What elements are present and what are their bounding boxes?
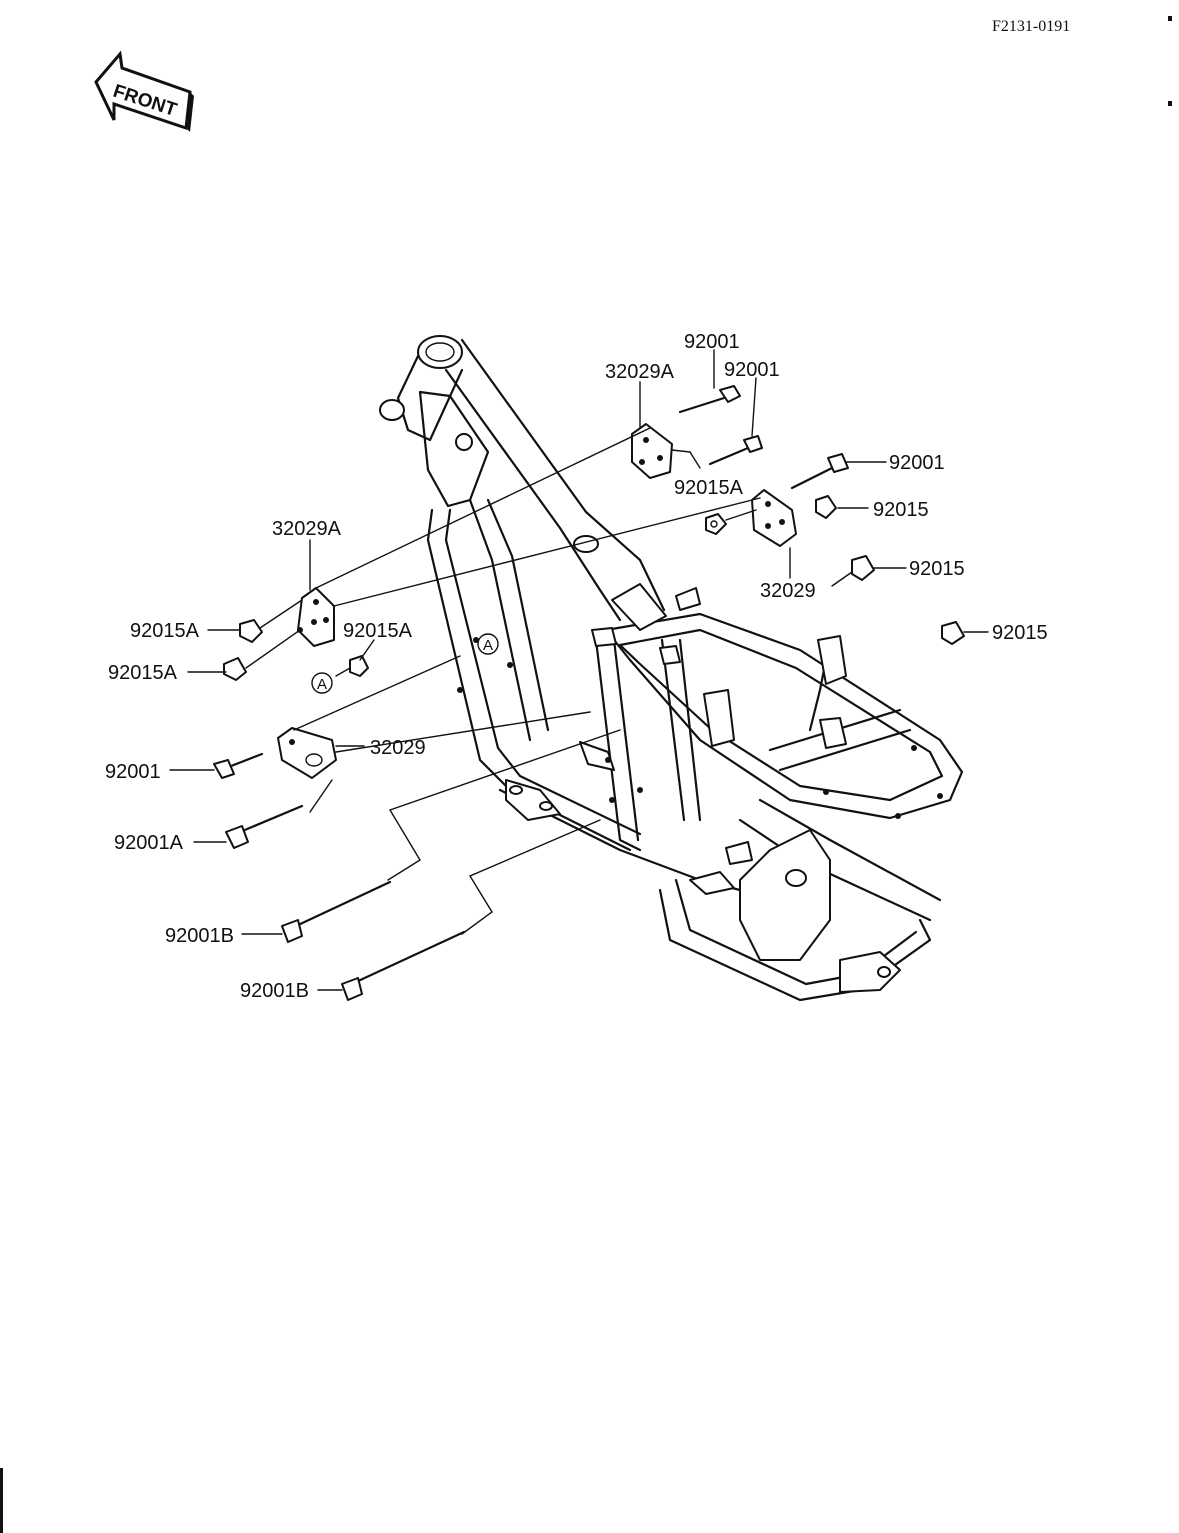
nut-92015-middle bbox=[851, 555, 875, 581]
reference-a-marker-left: A bbox=[311, 672, 333, 694]
engine-mount-plate-32029a-top bbox=[631, 423, 673, 479]
bolt-92001a bbox=[225, 804, 304, 849]
callout-92015-middle: 92015 bbox=[909, 558, 965, 580]
assembly-lines bbox=[245, 427, 761, 935]
reference-a-label-frame: A bbox=[483, 637, 493, 654]
callout-92015a-right: 92015A bbox=[674, 477, 744, 499]
reference-a-label-left: A bbox=[317, 676, 327, 693]
engine-mount-plate-32029-right bbox=[751, 489, 797, 547]
engine-mount-plate-32029a-left bbox=[297, 587, 335, 647]
callout-92015a-center: 92015A bbox=[343, 620, 413, 642]
nut-92015a-left-center bbox=[349, 655, 369, 677]
nut-92015-lower bbox=[941, 621, 965, 645]
reference-a-marker-frame: A bbox=[477, 633, 499, 655]
bolt-92001-upper bbox=[678, 385, 741, 414]
nut-92015-upper bbox=[815, 495, 837, 519]
callout-32029-lower: 32029 bbox=[370, 737, 426, 759]
long-bolt-92001b-lower bbox=[341, 930, 466, 1001]
callout-32029-right: 32029 bbox=[760, 580, 816, 602]
front-arrow-icon: FRONT bbox=[94, 50, 194, 132]
binding-mark bbox=[0, 1468, 3, 1533]
callout-labels: 92001 32029A 92001 92001 92015A 92015 92… bbox=[105, 331, 1048, 1002]
motorcycle-frame bbox=[379, 335, 964, 1002]
margin-mark bbox=[1168, 16, 1172, 21]
callout-92001-right: 92001 bbox=[889, 452, 945, 474]
callout-32029a-top: 32029A bbox=[605, 361, 675, 383]
long-bolt-92001b-upper bbox=[281, 880, 392, 943]
callout-leaders bbox=[169, 349, 989, 991]
nut-92015a-right bbox=[705, 513, 727, 535]
callout-92001-top: 92001 bbox=[684, 331, 740, 353]
margin-mark bbox=[1168, 101, 1172, 106]
callout-32029a-left: 32029A bbox=[272, 518, 342, 540]
engine-mount-plate-32029-lower bbox=[277, 727, 337, 779]
bolt-92001-right bbox=[790, 453, 849, 490]
callout-92015-upper: 92015 bbox=[873, 499, 929, 521]
callout-92001b-upper: 92001B bbox=[165, 925, 234, 947]
callout-92015a-left-lower: 92015A bbox=[108, 662, 178, 684]
callout-92001-lower-left: 92001 bbox=[105, 761, 161, 783]
callout-92001-second: 92001 bbox=[724, 359, 780, 381]
callout-92015-lower: 92015 bbox=[992, 622, 1048, 644]
document-code: F2131-0191 bbox=[992, 18, 1070, 35]
callout-92015a-left-upper: 92015A bbox=[130, 620, 200, 642]
nut-92015a-left-upper bbox=[239, 619, 263, 643]
callout-92001b-lower: 92001B bbox=[240, 980, 309, 1002]
bolt-92001-lower-left bbox=[213, 752, 264, 779]
bolt-92001-middle bbox=[708, 435, 763, 466]
collar-92015a-left-lower bbox=[223, 657, 247, 681]
callout-92001a: 92001A bbox=[114, 832, 184, 854]
